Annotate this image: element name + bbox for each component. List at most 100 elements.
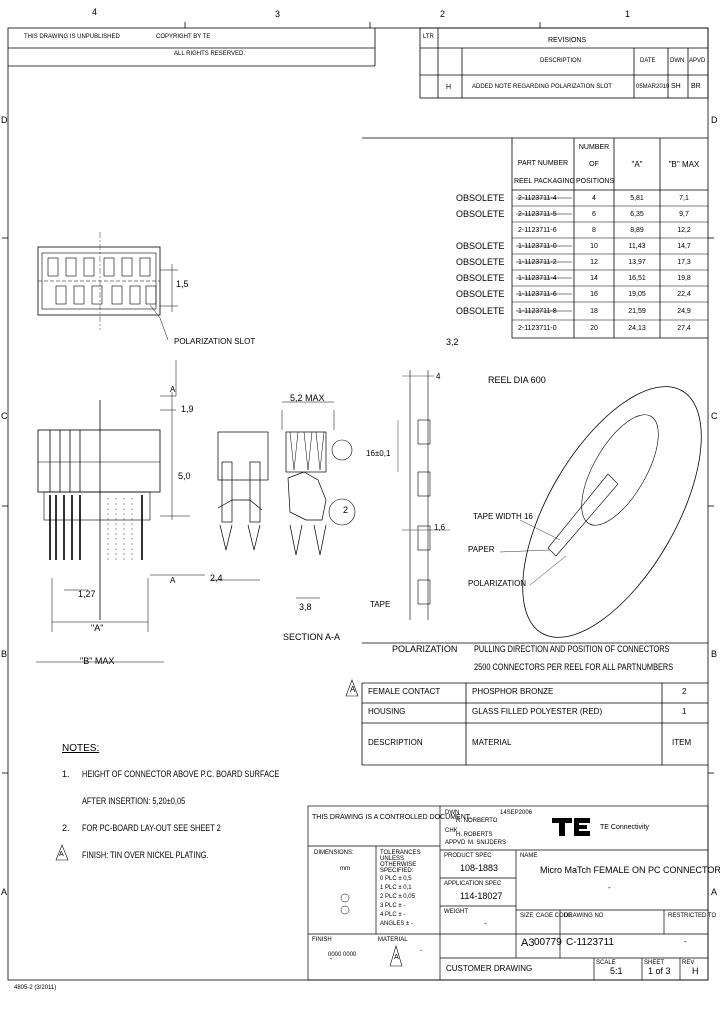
tb-rev: H xyxy=(692,966,699,976)
tb-app-spec: 114-18027 xyxy=(460,891,503,901)
part-table-head-part-2: REEL PACKAGING xyxy=(514,178,576,185)
tb-cage-label: CAGE CODE xyxy=(536,913,573,919)
row-status: OBSOLETE xyxy=(456,209,505,219)
bom-desc: FEMALE CONTACT xyxy=(368,687,441,696)
zone-side-c-right: C xyxy=(711,411,718,421)
section-a-a-label: SECTION A-A xyxy=(283,632,341,642)
tb-chk-name: H. ROBERTS xyxy=(456,832,493,838)
note-3-text: FINISH: TIN OVER NICKEL PLATING. xyxy=(82,850,209,860)
part-table-head-pos-2: OF xyxy=(589,161,599,168)
dim-4: 4 xyxy=(436,372,441,381)
tb-restricted-label: RESTRICTED TO xyxy=(668,913,717,919)
sheet-border xyxy=(7,27,709,981)
row-pos: 10 xyxy=(590,243,598,250)
tb-drawing-no-label: DRAWING NO xyxy=(564,913,604,919)
row-a: 16,51 xyxy=(628,275,646,282)
tb-dwn-label: DWN xyxy=(445,810,460,816)
row-b: 22,4 xyxy=(677,291,691,298)
row-pos: 12 xyxy=(590,259,598,266)
tb-drawing-no: C-1123711 xyxy=(566,937,614,948)
row-b: 12,2 xyxy=(677,227,691,234)
te-logo xyxy=(552,818,590,836)
tb-weight-label: WEIGHT xyxy=(444,909,468,915)
bom-material: GLASS FILLED POLYESTER (RED) xyxy=(472,707,603,716)
note-1-line-2: AFTER INSERTION: 5,20±0,05 xyxy=(82,796,186,806)
row-part: 1-1123711-4 xyxy=(518,275,557,282)
revisions-row-apvd: BR xyxy=(691,83,701,90)
dim-3-2: 3,2 xyxy=(446,337,459,347)
tb-revision-mark: A xyxy=(394,954,399,961)
notice-line-1: THIS DRAWING IS UNPUBLISHED xyxy=(24,34,120,40)
dim-2-4: 2,4 xyxy=(210,573,223,583)
tb-tol-line: ANGLES ± - xyxy=(380,921,413,927)
tb-product-spec-label: PRODUCT SPEC xyxy=(444,853,492,859)
tb-sheet-label: SHEET xyxy=(644,960,665,966)
row-status: OBSOLETE xyxy=(456,306,505,316)
section-a-a-view xyxy=(281,401,335,599)
part-table-head-b: "B" MAX xyxy=(668,160,700,169)
tb-controlled: THIS DRAWING IS A CONTROLLED DOCUMENT. xyxy=(312,814,472,821)
revisions-col-date: DATE xyxy=(640,58,656,64)
row-b: 9,7 xyxy=(679,211,689,218)
part-table-head-pos-1: NUMBER xyxy=(578,144,610,151)
zone-side-d-left: D xyxy=(1,115,8,125)
tape-width-label: TAPE WIDTH 16 xyxy=(473,512,533,521)
tb-material-label: MATERIAL xyxy=(378,937,408,943)
row-a: 6,35 xyxy=(630,211,644,218)
revisions-row-description: ADDED NOTE REGARDING POLARIZATION SLOT xyxy=(472,84,612,90)
revisions-col-description: DESCRIPTION xyxy=(540,58,582,64)
bom-item: 1 xyxy=(682,707,687,716)
row-part: 1-1123711-2 xyxy=(518,259,557,266)
row-pos: 4 xyxy=(592,195,596,202)
tb-dims-label: DIMENSIONS: xyxy=(314,850,354,856)
tb-dwn-date: 14SEP2006 xyxy=(500,810,533,816)
tb-restricted: - xyxy=(684,937,687,946)
zone-side-a-left: A xyxy=(1,887,8,897)
part-table-head-part-1: PART NUMBER xyxy=(517,160,569,167)
tb-company: TE Connectivity xyxy=(600,824,650,831)
dim-16-tol: 16±0,1 xyxy=(366,449,391,458)
tb-material: - xyxy=(420,948,422,954)
tb-cage: 00779 xyxy=(534,937,562,948)
row-part: 2-1123711-5 xyxy=(518,211,557,218)
row-status: OBSOLETE xyxy=(456,241,505,251)
bom-item: 2 xyxy=(682,687,687,696)
bom-head-desc: DESCRIPTION xyxy=(368,738,423,747)
tb-tol-line: 2 PLC ± 0,05 xyxy=(380,894,415,900)
row-part: 1-1123711-0 xyxy=(518,243,557,250)
row-b: 27,4 xyxy=(677,325,691,332)
row-a: 21,59 xyxy=(628,308,646,315)
revisions-table-frame xyxy=(419,27,709,99)
tb-finish: - xyxy=(330,956,333,963)
zone-top-3: 3 xyxy=(275,9,281,19)
tb-product-spec: 108-1883 xyxy=(460,863,499,873)
revisions-col-ltr: LTR xyxy=(423,34,434,40)
tb-name: Micro MaTch FEMALE ON PC CONNECTOR xyxy=(540,865,720,875)
row-b: 14,7 xyxy=(677,243,691,250)
row-part: 1-1123711-6 xyxy=(518,291,557,298)
revisions-row-date: 05MAR2010 xyxy=(636,84,670,90)
row-status: OBSOLETE xyxy=(456,257,505,267)
tb-name-sub: - xyxy=(608,883,611,892)
polarization-pointer-label: POLARIZATION xyxy=(468,579,527,588)
dim-a: "A" xyxy=(91,623,104,633)
row-part: 2-1123711-4 xyxy=(518,195,557,202)
zone-side-b-right: B xyxy=(711,649,718,659)
row-b: 24,9 xyxy=(677,308,691,315)
revisions-col-apvd: APVD xyxy=(689,58,706,64)
row-a: 8,89 xyxy=(630,227,644,234)
revisions-title: REVISIONS xyxy=(548,37,587,44)
section-mark-a-top: A xyxy=(170,385,176,394)
row-pos: 8 xyxy=(592,227,596,234)
zone-side-c-left: C xyxy=(1,411,8,421)
tb-name-label: NAME xyxy=(520,853,538,859)
revisions-col-dwn: DWN xyxy=(670,58,685,64)
note-2-text: FOR PC-BOARD LAY-OUT SEE SHEET 2 xyxy=(82,823,221,833)
row-b: 7,1 xyxy=(679,195,689,202)
tb-dwn-name: R. NORBERTO xyxy=(456,818,498,824)
polarization-slot-label: POLARIZATION SLOT xyxy=(174,337,256,346)
row-a: 5,81 xyxy=(630,195,644,202)
zone-top-2: 2 xyxy=(440,9,446,19)
bom-head-item: ITEM xyxy=(672,738,692,747)
note-1-line-1: HEIGHT OF CONNECTOR ABOVE P.C. BOARD SUR… xyxy=(82,769,280,779)
